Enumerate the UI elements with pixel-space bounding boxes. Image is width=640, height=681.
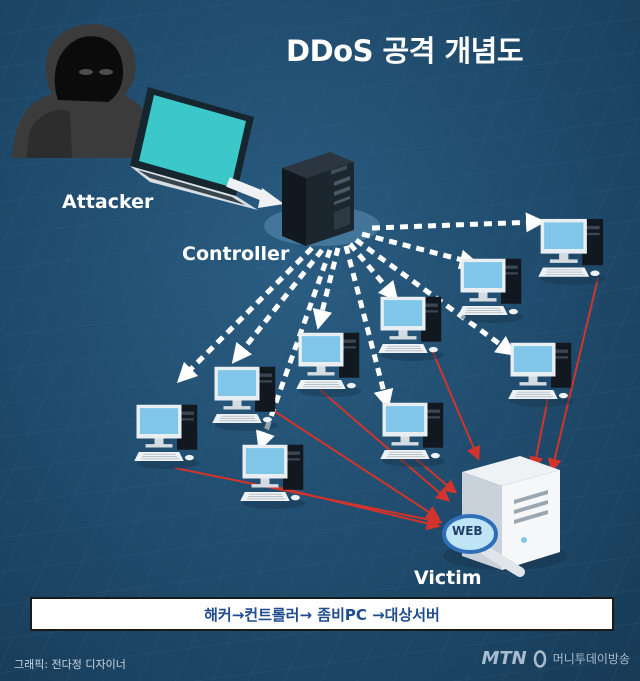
zombie-pc-icon-6 [212, 366, 279, 432]
zombie-pc-icon-5 [296, 332, 363, 398]
brand-mtn: MTN [481, 648, 527, 669]
attack-arrow-3 [319, 389, 451, 502]
flow-caption-box: 해커→컨트롤러→ 좀비PC →대상서버 [30, 597, 614, 631]
zombie-pc-icon-7 [380, 402, 447, 468]
command-arrow-4 [348, 242, 399, 302]
zombie-pc-icon-8 [134, 404, 201, 470]
server-tower-icon [264, 152, 380, 246]
page-title: DDoS 공격 개념도 [286, 34, 524, 68]
zombie-pc-icon-1 [538, 218, 606, 286]
flow-caption: 해커→컨트롤러→ 좀비PC →대상서버 [204, 605, 440, 624]
brand-name: 머니투데이방송 [552, 652, 630, 666]
zombie-pc-icon-4 [508, 342, 575, 408]
zombie-pc-icon-2 [458, 258, 525, 324]
laptop-to-controller-arrowhead [258, 188, 284, 208]
command-arrow-2 [361, 231, 480, 270]
magnifier-icon [442, 514, 525, 577]
attack-arrow-6 [431, 349, 481, 461]
command-arrow-8 [231, 248, 324, 364]
hooded-hacker-icon [12, 24, 158, 158]
command-arrows [176, 212, 546, 452]
command-arrow-9 [176, 246, 314, 384]
brand-mark-icon [533, 649, 546, 668]
command-arrow-3 [354, 237, 517, 356]
zombie-pc-icon-9 [240, 444, 307, 510]
victim-label: Victim [414, 567, 482, 589]
attack-arrow-8 [547, 277, 599, 473]
brand-logo: MTN 머니투데이방송 [481, 648, 630, 669]
attack-arrows [174, 277, 599, 531]
command-arrow-5 [343, 245, 394, 410]
web-label: WEB [452, 524, 483, 538]
attack-arrow-4 [271, 485, 441, 531]
laptop-icon [130, 87, 258, 210]
zombie-pc-icon-3 [378, 296, 445, 362]
command-arrow-6 [312, 247, 341, 330]
graphic-credit: 그래픽: 전다정 디자이너 [14, 658, 126, 671]
attack-arrow-7 [529, 397, 549, 471]
attack-arrow-2 [244, 391, 441, 520]
controller-label: Controller [182, 243, 290, 265]
attacker-label: Attacker [62, 191, 154, 213]
